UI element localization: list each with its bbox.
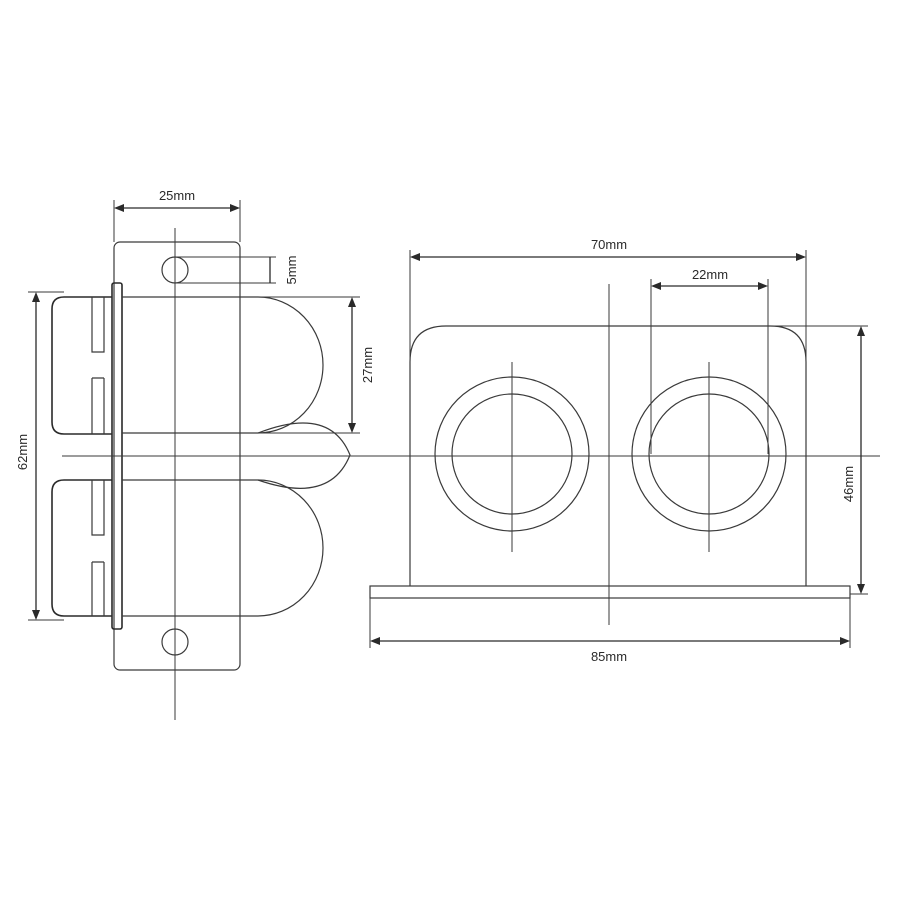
slot-height-dimension: 5mm [175,256,299,285]
slot-height-label: 5mm [284,256,299,285]
socket-diameter-label: 22mm [692,267,728,282]
front-housing [409,325,807,586]
middle-lobe [257,422,351,489]
front-view [369,284,851,625]
top-socket-cap [51,296,112,435]
total-height-label: 62mm [15,434,30,470]
front-inner-width-dimension: 70mm [409,237,807,586]
top-socket-cap-ridge [91,297,105,434]
bottom-socket-cap-ridge [91,480,105,616]
front-inner-width-label: 70mm [591,237,627,252]
top-socket-body [122,296,324,434]
socket-spacing-label: 27mm [360,347,375,383]
bottom-socket-body [122,479,324,617]
front-height-dimension: 46mm [770,325,868,595]
socket-spacing-dimension: 27mm [258,296,375,434]
socket-diameter-dimension: 22mm [650,267,769,454]
base-width-dimension: 85mm [369,598,851,664]
front-base-plate [369,585,851,599]
base-width-label: 85mm [591,649,627,664]
front-height-label: 46mm [841,466,856,502]
side-width-dimension: 25mm [113,188,241,242]
total-height-dimension: 62mm [15,291,64,621]
side-view [51,228,880,720]
bottom-socket-cap [51,479,112,617]
side-width-label: 25mm [159,188,195,203]
